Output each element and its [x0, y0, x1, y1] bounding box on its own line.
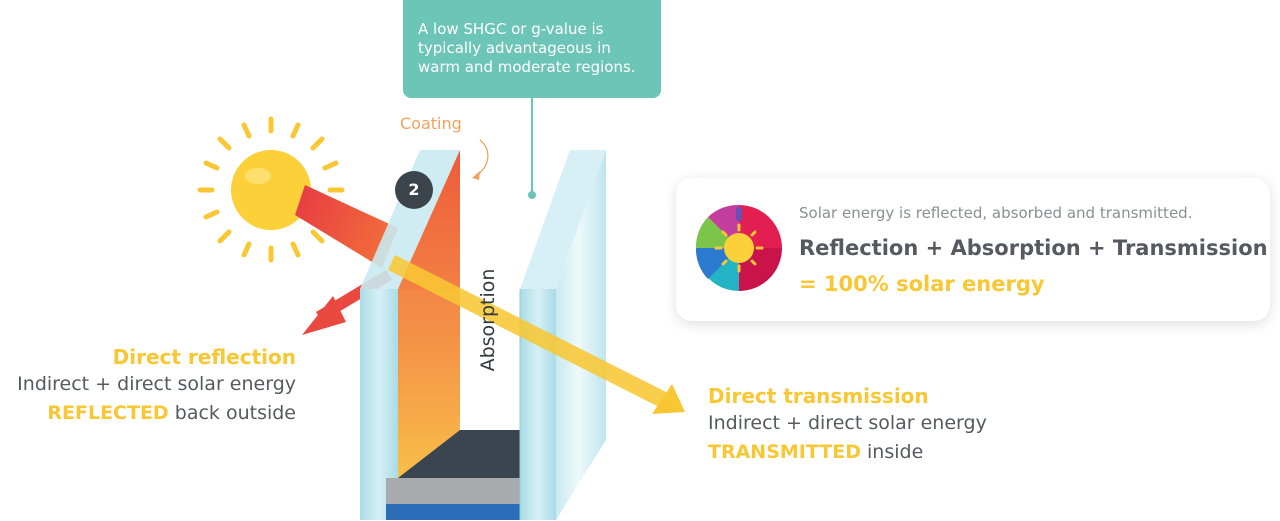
- reflection-line: Indirect + direct solar energy: [17, 373, 296, 395]
- coating-label: Coating: [400, 114, 462, 133]
- transmission-rest: inside: [860, 441, 924, 463]
- reflection-heading: Direct reflection: [112, 345, 296, 369]
- summary-card: Solar energy is reflected, absorbed and …: [676, 178, 1270, 321]
- incoming-beam: [295, 185, 398, 268]
- glass-pane-outer: [360, 150, 460, 520]
- coating-pointer: [475, 139, 489, 177]
- transmission-line-2: TRANSMITTED inside: [708, 438, 987, 467]
- reflection-emphasis: REFLECTED: [47, 402, 169, 424]
- transmission-heading: Direct transmission: [708, 384, 929, 408]
- transmission-line: Indirect + direct solar energy: [708, 412, 987, 434]
- reflection-rest: back outside: [168, 402, 296, 424]
- summary-total: = 100% solar energy: [799, 272, 1045, 296]
- reflection-line-2: REFLECTED back outside: [17, 399, 296, 428]
- transmission-text: Direct transmission Indirect + direct so…: [708, 383, 987, 467]
- transmission-arrow-icon: [388, 255, 685, 414]
- transmission-emphasis: TRANSMITTED: [708, 441, 861, 463]
- sun-icon: [197, 116, 345, 263]
- tooltip-line: A low SHGC or g-value is: [418, 20, 604, 38]
- shgc-tooltip: A low SHGC or g-value is typically advan…: [403, 0, 661, 98]
- reflection-text: Direct reflection Indirect + direct sola…: [17, 344, 296, 428]
- absorption-label: Absorption: [477, 268, 499, 372]
- color-wheel-icon: [696, 205, 782, 291]
- position-badge: 2: [395, 171, 433, 209]
- tooltip-line: typically advantageous in: [418, 39, 611, 57]
- tooltip-line: warm and moderate regions.: [418, 58, 636, 76]
- summary-equation: Reflection + Absorption + Transmission: [799, 236, 1268, 260]
- summary-line: Solar energy is reflected, absorbed and …: [799, 204, 1193, 222]
